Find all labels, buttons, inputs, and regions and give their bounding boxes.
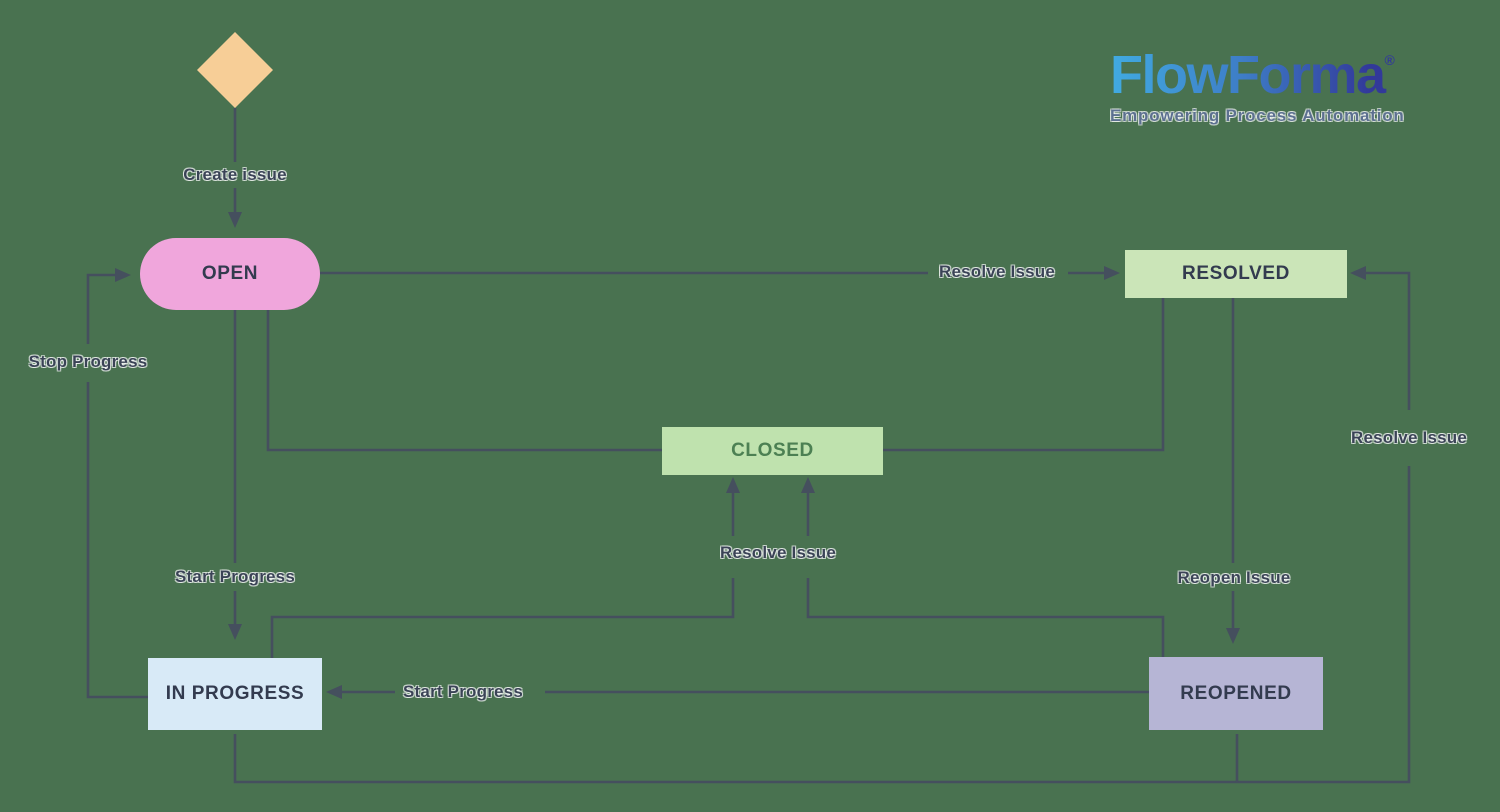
node-reopened: REOPENED	[1149, 657, 1323, 730]
arrowhead-into-closed-bottom-right	[801, 477, 815, 493]
node-closed-label: CLOSED	[731, 440, 814, 461]
flowforma-logo: FlowForma® Empowering Process Automation	[1110, 48, 1405, 126]
start-diamond-shape	[197, 32, 273, 108]
edge-resolved-to-closed	[883, 298, 1165, 452]
arrowhead-into-closed-bottom-left	[726, 477, 740, 493]
edge-label-stop-progress: Stop Progress	[28, 352, 148, 371]
logo-tagline: Empowering Process Automation	[1110, 106, 1405, 125]
flowforma-logo-wordmark: FlowForma®	[1110, 48, 1405, 102]
arrowhead-into-inprogress-right	[326, 685, 342, 699]
edge-inprogress-to-open-lower	[86, 382, 148, 699]
logo-brand-text: FlowForma	[1110, 45, 1385, 105]
edge-label-resolve-issue-right: Resolve Issue	[1351, 428, 1467, 447]
node-open: OPEN	[140, 238, 320, 310]
edge-label-resolve-issue-top: Resolve Issue	[939, 262, 1055, 281]
edge-label-create-issue: Create issue	[183, 165, 287, 184]
edge-label-start-progress-left: Start Progress	[175, 567, 295, 586]
node-resolved-label: RESOLVED	[1182, 263, 1290, 284]
edge-label-start-progress-bottom: Start Progress	[403, 682, 523, 701]
edge-open-to-closed	[266, 310, 662, 452]
arrowhead-into-open-left	[115, 268, 131, 282]
edge-bottom-loop-main	[233, 466, 1411, 784]
node-resolved: RESOLVED	[1125, 250, 1347, 298]
edge-label-reopen-issue: Reopen Issue	[1177, 568, 1291, 587]
edge-reopened-to-closed-lower	[806, 578, 1165, 657]
node-in-progress-label: IN PROGRESS	[165, 683, 305, 704]
edge-loop-to-resolved-upper	[1366, 271, 1411, 410]
node-reopened-label: REOPENED	[1180, 682, 1292, 704]
node-closed: CLOSED	[662, 427, 883, 475]
node-in-progress: IN PROGRESS	[148, 658, 322, 730]
arrowhead-into-inprogress-top	[228, 624, 242, 640]
arrowhead-into-open-top	[228, 212, 242, 228]
arrowhead-into-resolved-left	[1104, 266, 1120, 280]
node-open-label: OPEN	[201, 263, 259, 284]
arrowhead-into-reopened-top	[1226, 628, 1240, 644]
registered-trademark-icon: ®	[1384, 52, 1395, 68]
edge-inprogress-to-closed-lower	[270, 578, 735, 658]
arrowhead-into-resolved-right	[1350, 266, 1366, 280]
edge-label-resolve-issue-middle: Resolve Issue	[720, 543, 836, 562]
edge-inprogress-to-open-upper	[86, 273, 115, 344]
